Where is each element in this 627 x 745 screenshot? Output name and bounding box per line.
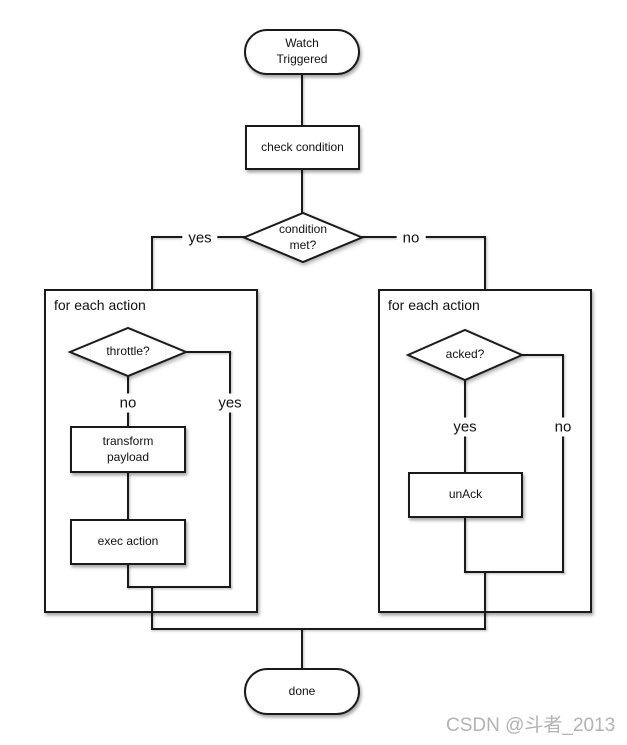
exec-action-node: exec action [70, 519, 186, 565]
throttle-diamond [67, 326, 189, 378]
throttle-yes-label: yes [212, 393, 248, 413]
edge-start-to-check [301, 75, 303, 126]
edge-right-exit [484, 571, 486, 629]
edge-left-exit [151, 586, 153, 629]
check-condition-node: check condition [245, 125, 360, 170]
acked-label: acked? [445, 347, 485, 362]
condition-no-label: no [396, 228, 426, 248]
throttle-label: throttle? [106, 344, 150, 359]
done-node: done [244, 668, 360, 715]
acked-no-label: no [548, 417, 578, 437]
csdn-watermark: CSDN @斗者_2013 [446, 715, 616, 736]
edge-throttle-yes-horizontal [186, 351, 231, 353]
acked-yes-label: yes [447, 417, 483, 437]
edge-acked-no-vertical [562, 354, 564, 573]
right-group-label: for each action [388, 297, 480, 313]
edge-right-junction-horizontal [464, 571, 564, 573]
edge-condition-no-vertical [484, 236, 486, 290]
edge-check-to-condition [301, 170, 303, 214]
acked-diamond [405, 328, 525, 382]
left-group-label: for each action [54, 297, 146, 313]
edge-throttle-yes-vertical [229, 351, 231, 588]
transform-payload-node: transform payload [70, 426, 186, 473]
edge-transform-to-exec [127, 473, 129, 519]
throttle-no-label: no [113, 393, 143, 413]
edge-merge-horizontal [151, 628, 486, 630]
condition-met-diamond [241, 211, 365, 264]
edge-unack-to-junction [464, 518, 466, 573]
condition-yes-label: yes [182, 228, 218, 248]
start-node: Watch Triggered [244, 29, 360, 75]
edge-condition-yes-vertical [151, 236, 153, 290]
edge-merge-to-done [301, 628, 303, 668]
condition-met-label: condition met? [278, 221, 328, 252]
edge-left-junction-horizontal [127, 586, 231, 588]
unack-node: unAck [408, 472, 523, 518]
edge-exec-to-junction [127, 565, 129, 588]
edge-acked-no-horizontal [521, 354, 563, 356]
